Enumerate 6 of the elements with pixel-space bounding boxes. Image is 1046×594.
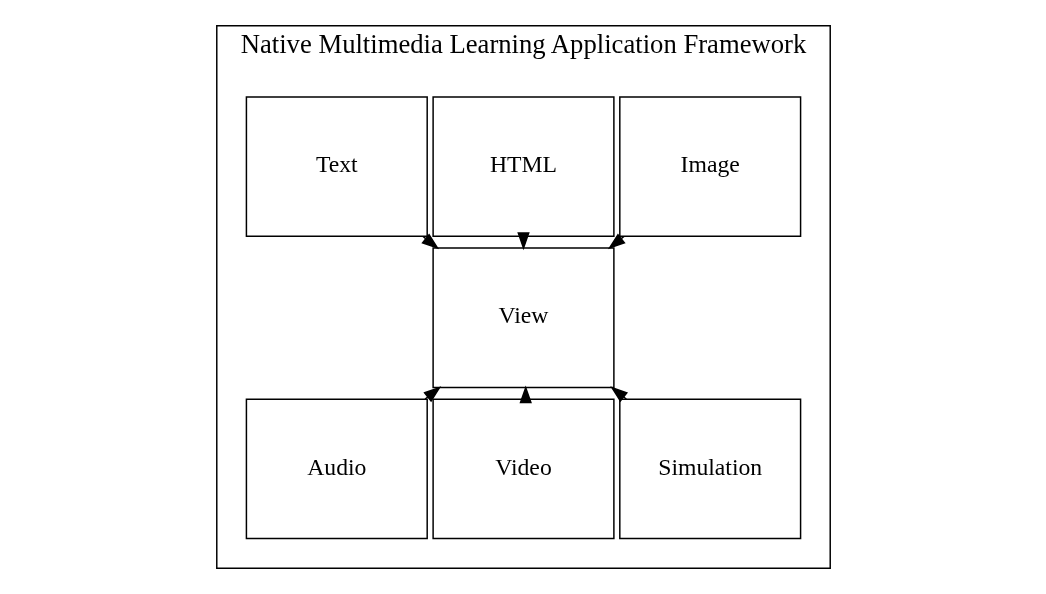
arrow (519, 385, 532, 404)
arrow (422, 386, 441, 403)
node-box: View (431, 247, 615, 389)
node-box: Image (618, 96, 801, 237)
node-box: Text (245, 96, 428, 237)
arrow (609, 386, 628, 403)
